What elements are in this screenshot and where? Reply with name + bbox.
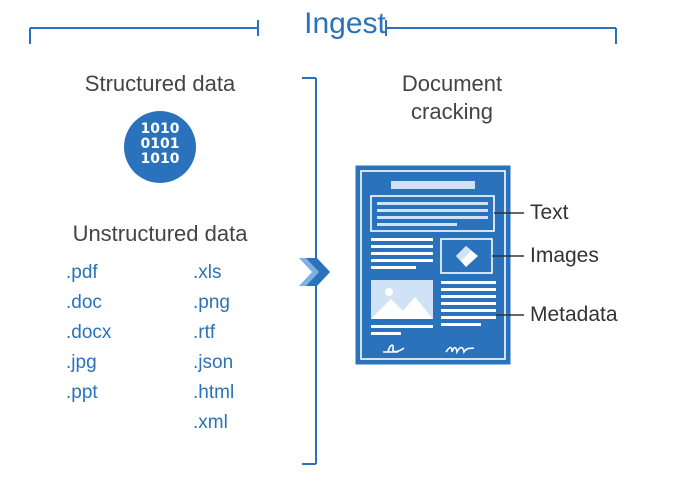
heading-line: Document (401, 71, 503, 96)
file-extension: .html (193, 382, 235, 403)
chevron-right-icon (299, 258, 330, 286)
file-extension: .pdf (66, 262, 98, 283)
extensions-column-2: .xls .png .rtf .json .html .xml (193, 258, 234, 438)
image-icon (456, 246, 478, 267)
page-title: Ingest (304, 7, 386, 40)
label-connectors (492, 212, 524, 316)
binary-line: 1010 (140, 121, 180, 137)
images-label: Images (530, 244, 599, 267)
binary-data-icon (124, 111, 196, 183)
file-extension: .ppt (66, 382, 98, 403)
file-extension: .json (193, 352, 234, 373)
extensions-column-1: .pdf .doc .docx .jpg .ppt (66, 258, 111, 408)
file-extension: .png (193, 292, 230, 313)
structured-data-heading: Structured data (84, 71, 236, 96)
text-label: Text (530, 201, 569, 224)
file-extension: .docx (66, 322, 112, 343)
ingest-bracket (29, 20, 617, 44)
document-icon (355, 165, 511, 365)
file-extension: .jpg (66, 352, 97, 373)
file-extension: .xml (193, 412, 228, 433)
file-extension: .rtf (193, 322, 216, 343)
binary-line: 0101 (140, 136, 180, 152)
unstructured-data-heading: Unstructured data (72, 221, 248, 246)
metadata-label: Metadata (530, 303, 618, 326)
file-extension: .xls (193, 262, 222, 283)
heading-line: cracking (411, 99, 493, 124)
file-extension: .doc (66, 292, 102, 313)
binary-text: 1010 0101 1010 (124, 122, 196, 167)
binary-line: 1010 (140, 151, 180, 167)
document-cracking-heading: Document cracking (372, 70, 532, 126)
signature-icon (383, 344, 475, 355)
